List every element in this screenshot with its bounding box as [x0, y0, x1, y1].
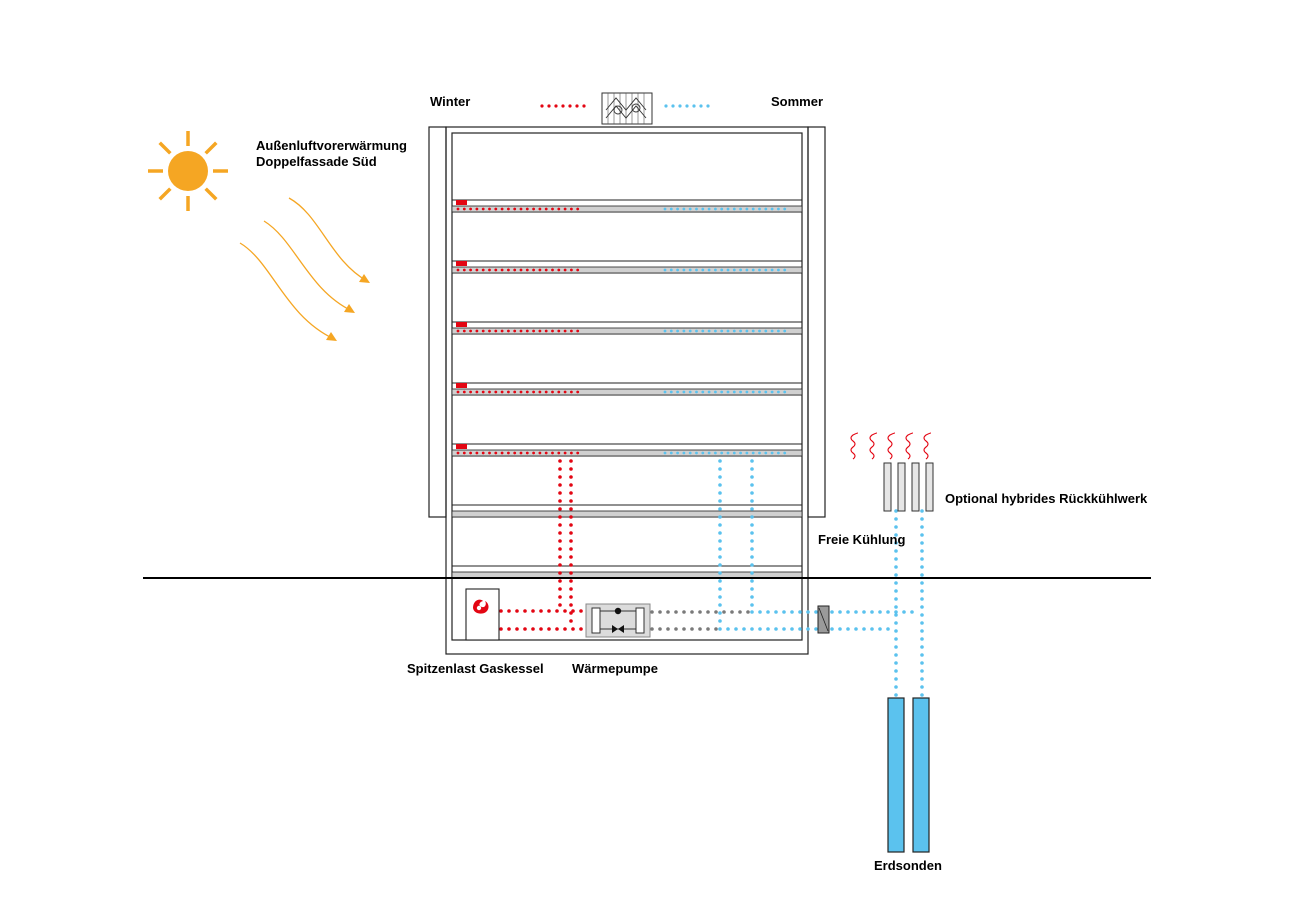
sun-ray: [158, 187, 172, 201]
floor-slab: [451, 266, 803, 274]
cooling-tower-fin: [883, 462, 892, 512]
heating-element-icon: [456, 444, 467, 449]
cooling-tower-label: Optional hybrides Rückkühlwerk: [945, 491, 1148, 506]
flame-icon: [473, 599, 489, 614]
equipment: [465, 92, 934, 853]
heat-exchanger-icon: [635, 607, 645, 634]
heat-wave-icon: [905, 432, 914, 460]
cooling-tower-fin: [897, 462, 906, 512]
heating-element-icon: [456, 322, 467, 327]
heat-wave-icon: [869, 432, 878, 460]
heat-exchanger-icon: [591, 607, 601, 634]
building-outer-wall: [445, 126, 809, 655]
double-facade-left: [428, 126, 447, 518]
gas-boiler-box: [465, 588, 500, 641]
ventilation-unit-icon: [601, 92, 653, 125]
double-facade-right: [807, 126, 826, 518]
cooling-tower-fin: [925, 462, 934, 512]
arrow-head-icon: [344, 304, 355, 313]
floor-slab: [451, 205, 803, 213]
free-cooling-label: Freie Kühlung: [818, 532, 906, 547]
valve-icon: [612, 625, 624, 633]
preheat-label-line1: Außenluftvorerwärmung: [256, 138, 407, 153]
heat-wave-icon: [887, 432, 896, 460]
heating-element-icon: [456, 261, 467, 266]
sommer-label: Sommer: [771, 94, 824, 109]
radiation-arrow: [239, 242, 335, 340]
sun-ray: [158, 141, 172, 155]
heating-element-icon: [456, 200, 467, 205]
heat-pump: [585, 603, 651, 638]
floor-slab: [451, 327, 803, 335]
heat-pump-label: Wärmepumpe: [572, 661, 658, 676]
heat-wave-icon: [850, 432, 859, 460]
heating-element-icon: [456, 383, 467, 388]
solar-radiation-arrows: [239, 197, 370, 341]
floor-slab: [451, 449, 803, 457]
ground-probe: [887, 697, 905, 853]
ground-probe: [912, 697, 930, 853]
pipes: [456, 104, 924, 700]
cooling-tower-fin: [911, 462, 920, 512]
sun-icon: [148, 131, 228, 211]
gas-boiler-label: Spitzenlast Gaskessel: [407, 661, 544, 676]
sun-ray: [204, 141, 218, 155]
ground-probes-label: Erdsonden: [874, 858, 942, 873]
radiation-arrow: [263, 220, 353, 312]
sun-ray: [204, 187, 218, 201]
gas-boiler: [465, 588, 500, 641]
preheat-label-line2: Doppelfassade Süd: [256, 154, 377, 169]
floor-slab: [451, 388, 803, 396]
arrow-head-icon: [359, 274, 370, 283]
floor-slabs: [451, 199, 803, 579]
arrow-head-icon: [326, 332, 337, 341]
sun-disc: [168, 151, 208, 191]
compressor-icon: [614, 607, 622, 615]
winter-label: Winter: [430, 94, 471, 109]
radiation-arrow: [288, 197, 368, 282]
floor-slab: [451, 510, 803, 518]
heat-wave-icon: [923, 432, 932, 460]
hybrid-cooling-tower: [850, 432, 934, 512]
